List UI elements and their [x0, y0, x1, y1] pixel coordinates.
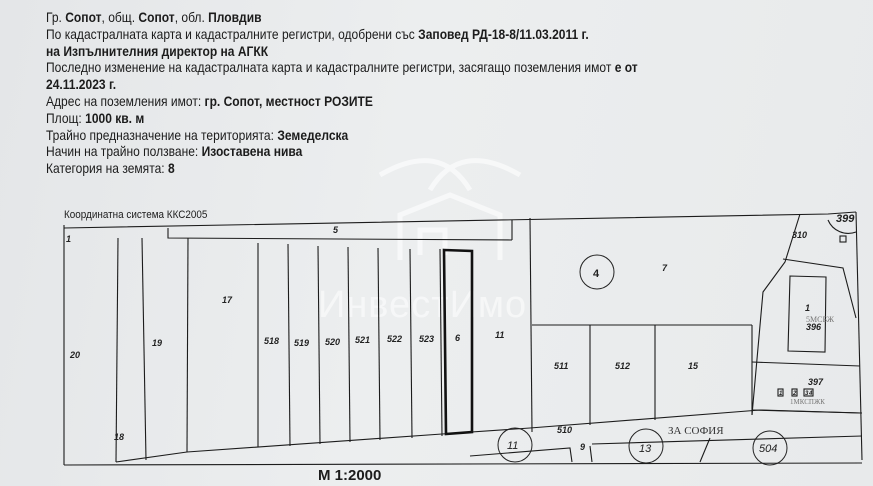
parcel-label: 4	[593, 268, 600, 280]
info-value: 8	[167, 160, 175, 177]
info-label: , общ.	[101, 9, 139, 25]
info-line: Последно изменение на кадастралната карт…	[46, 59, 638, 76]
building-label: 1	[805, 303, 810, 313]
info-line: Категория на земята: 8	[46, 160, 638, 177]
info-value: е от	[614, 59, 638, 76]
parcel-label: 7	[662, 263, 668, 273]
parcel-label: 5	[333, 225, 339, 235]
parcel-label: 521	[355, 335, 370, 345]
info-label: , обл.	[174, 9, 209, 25]
parcel-label: 519	[294, 338, 309, 348]
info-line: 24.11.2023 г.	[46, 76, 638, 93]
info-label: Последно изменение на кадастралната карт…	[46, 59, 615, 76]
info-value: на Изпълнителния директор на АГКК	[46, 42, 269, 59]
info-label: По кадастралната карта и кадастралните р…	[46, 25, 419, 42]
parcel-label: 522	[387, 334, 402, 344]
parcel-label: 9	[580, 442, 585, 452]
parcel-label: 13	[639, 443, 652, 455]
building-label: 3	[805, 391, 809, 397]
parcel-label: 399	[836, 213, 855, 225]
info-value: Пловдив	[208, 9, 262, 25]
info-value: Заповед РД-18-8/11.03.2011 г.	[418, 25, 589, 42]
info-line: Площ: 1000 кв. м	[46, 110, 638, 127]
parcel-label: 396	[806, 322, 822, 332]
info-line: По кадастралната карта и кадастралните р…	[46, 26, 638, 43]
info-value: Земеделска	[277, 126, 349, 143]
building-label: 1	[779, 391, 783, 397]
parcel-label-highlighted: 6	[455, 333, 461, 343]
info-value: Сопот	[65, 9, 102, 25]
parcel-label: 19	[152, 338, 162, 348]
info-value: 1000 кв. м	[85, 109, 145, 126]
watermark: ИнвестИмо	[318, 284, 528, 326]
info-label: Трайно предназначение на територията:	[46, 126, 278, 143]
info-label: Гр.	[46, 9, 66, 25]
parcel-boundaries	[63, 211, 863, 466]
info-value: 24.11.2023 г.	[46, 76, 117, 93]
road-name-label: ЗА СОФИЯ	[668, 425, 724, 437]
building-label: 2	[792, 391, 797, 397]
parcel-label: 518	[264, 336, 279, 346]
parcel-label: 504	[759, 443, 777, 455]
parcel-label: 17	[222, 295, 233, 305]
highlighted-parcel-6	[442, 248, 474, 436]
parcel-label: 1	[66, 234, 71, 244]
parcel-label: 20	[69, 350, 80, 360]
info-line: на Изпълнителния директор на АГКК	[46, 43, 638, 60]
parcel-label: 18	[114, 432, 124, 442]
parcel-label: 397	[808, 377, 824, 387]
building-type-label: 1МКСПЖК	[790, 398, 825, 406]
parcel-label: 11	[507, 440, 518, 452]
parcel-label: 15	[688, 361, 699, 371]
info-label: Адрес на поземления имот:	[46, 92, 205, 109]
parcel-labels: 1 5 17 18 19 20 518 519 520 521 522 523 …	[66, 213, 855, 455]
info-line: Трайно предназначение на територията: Зе…	[46, 127, 638, 144]
parcel-label: 310	[792, 230, 807, 240]
info-label: Категория на земята:	[46, 160, 168, 177]
parcel-label: 11	[495, 330, 504, 340]
info-line: Адрес на поземления имот: гр. Сопот, мес…	[46, 93, 638, 110]
watermark-logo	[378, 158, 522, 260]
info-line: Начин на трайно ползване: Изоставена нив…	[46, 143, 638, 160]
info-value: Сопот	[138, 9, 175, 25]
parcel-label: 511	[554, 361, 568, 371]
parcel-label: 523	[419, 334, 434, 344]
info-value: Изоставена нива	[201, 143, 303, 160]
map-scale: M 1:2000	[318, 467, 382, 484]
coordinate-system-label: Координатна система ККС2005	[64, 209, 208, 221]
info-label: Площ:	[46, 109, 86, 126]
parcel-label: 510	[557, 425, 572, 435]
info-value: гр. Сопот, местност РОЗИТЕ	[204, 92, 373, 109]
info-label: Начин на трайно ползване:	[46, 143, 202, 160]
building-label: 4	[808, 391, 813, 397]
info-line: Гр. Сопот, общ. Сопот, обл. Пловдив	[46, 9, 638, 26]
parcel-label: 512	[615, 361, 630, 371]
building-type-label: 5МСБЖ	[806, 315, 835, 324]
parcel-label: 520	[325, 337, 340, 347]
